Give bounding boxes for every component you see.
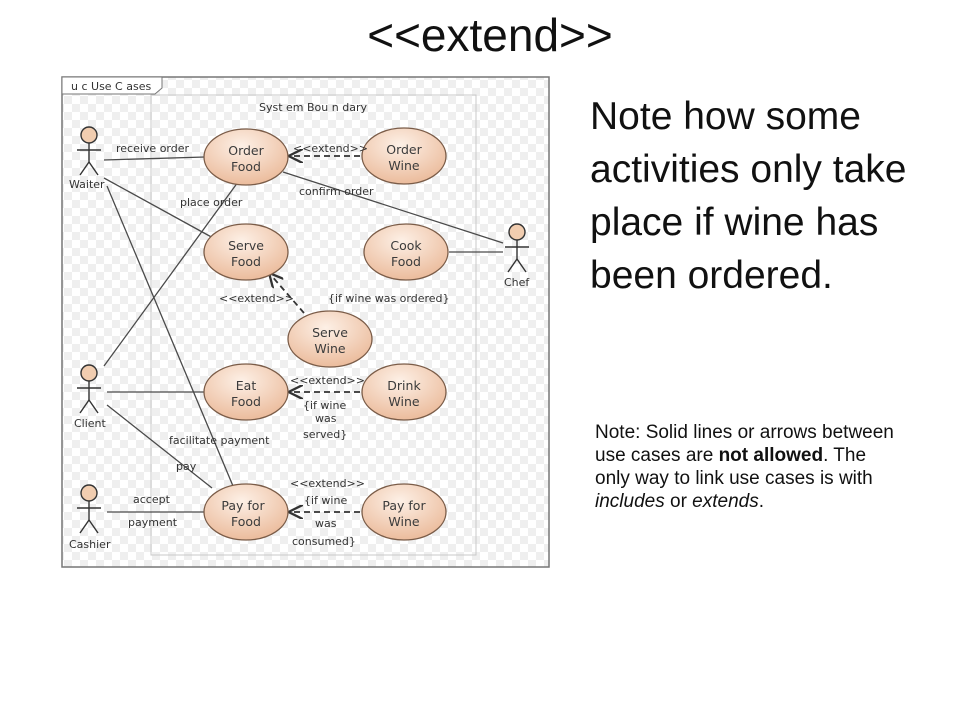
chef-order-food-line [282, 171, 504, 244]
use-case-label: Drink [387, 378, 421, 393]
frame-label-tab [61, 76, 163, 95]
actor-cashier [77, 484, 101, 534]
use-case-label: Food [231, 394, 261, 409]
extend-condition: was [315, 517, 337, 530]
actor-name: Cashier [69, 538, 111, 551]
use-case-label: Wine [314, 341, 345, 356]
waiter-order-food-line [103, 156, 206, 161]
association-label: receive order [116, 142, 190, 155]
extend-condition: was [315, 412, 337, 425]
small-note-bold: not allowed [718, 445, 824, 466]
extend-condition: consumed} [292, 535, 356, 548]
extend-label: <<extend>> [293, 142, 368, 155]
use-case-label: Order [228, 143, 264, 158]
association-label: pay [176, 460, 197, 473]
small-note-italic: includes [595, 491, 665, 512]
association-label: accept [133, 493, 171, 506]
waiter-serve-food-line [103, 177, 216, 240]
use-case-label: Pay for [382, 498, 426, 513]
actor-chef [505, 223, 529, 273]
extend-label: <<extend>> [290, 477, 365, 490]
extend-arrows [270, 156, 360, 512]
use-case-label: Serve [312, 325, 348, 340]
extend-condition: {if wine [303, 399, 346, 412]
extend-condition: served} [303, 428, 347, 441]
use-case-drink-wine [361, 363, 447, 421]
extend-condition: {if wine [304, 494, 347, 507]
small-note-text: . [758, 491, 764, 512]
extend-label: <<extend>> [290, 374, 365, 387]
use-case-cook-food [363, 223, 449, 281]
use-case-label: Food [231, 514, 261, 529]
small-note: Note: Solid lines or arrows between use … [595, 421, 895, 513]
use-case-label: Wine [388, 514, 419, 529]
use-case-order-wine [361, 127, 447, 185]
extend-arrow-serve-wine [270, 274, 305, 314]
use-case-label: Food [231, 254, 261, 269]
small-note-text: Note: Solid lines or arrows between use … [595, 422, 894, 466]
actor-name: Client [74, 417, 107, 430]
extend-label: <<extend>> [219, 292, 294, 305]
slide-title: <<extend>> [367, 9, 613, 61]
actor-client [77, 364, 101, 414]
actor-waiter [77, 126, 101, 176]
use-case-order-food [203, 128, 289, 186]
extend-condition: {if wine was ordered} [328, 292, 450, 305]
actor-name: Waiter [69, 178, 105, 191]
use-case-label: Wine [388, 394, 419, 409]
system-boundary [150, 94, 477, 556]
main-note: Note how some activities only take place… [590, 95, 907, 297]
association-label: payment [128, 516, 178, 529]
frame-label: u c Use C ases [71, 80, 151, 93]
association-label: facilitate payment [169, 434, 270, 447]
client-pay-for-food-line [106, 404, 213, 489]
use-case-label: Food [231, 159, 261, 174]
actor-name: Chef [504, 276, 530, 289]
use-case-label: Cook [390, 238, 422, 253]
use-case-label: Wine [388, 158, 419, 173]
waiter-pay-for-food-line [106, 185, 234, 487]
use-case-label: Serve [228, 238, 264, 253]
association-label: confirm order [299, 185, 374, 198]
use-case-serve-wine [287, 310, 373, 368]
small-note-text: or [664, 491, 693, 512]
system-boundary-label: Syst em Bou n dary [259, 101, 367, 114]
use-case-label: Order [386, 142, 422, 157]
use-case-label: Eat [236, 378, 257, 393]
use-case-serve-food [203, 223, 289, 281]
use-case-pay-for-food [203, 483, 289, 541]
small-note-text: . The only way to link use cases is with [595, 445, 873, 489]
association-label: place order [180, 196, 243, 209]
association-lines [103, 156, 504, 513]
use-case-label: Pay for [221, 498, 265, 513]
use-case-eat-food [203, 363, 289, 421]
use-case-label: Food [391, 254, 421, 269]
use-case-pay-for-wine [361, 483, 447, 541]
client-order-food-line [103, 181, 239, 367]
small-note-italic: extends [692, 491, 759, 512]
